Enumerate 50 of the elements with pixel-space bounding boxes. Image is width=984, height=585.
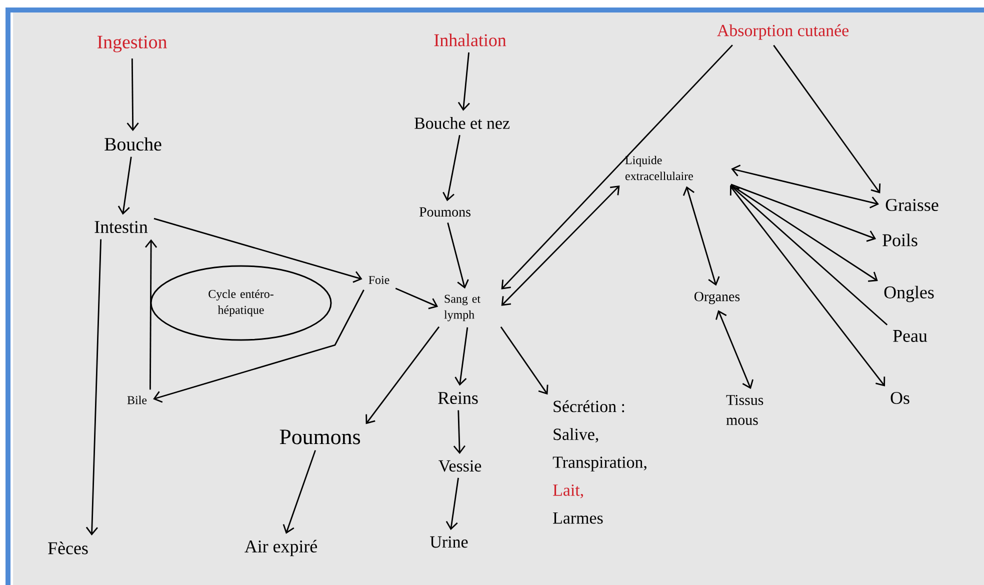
node-label: Poumons	[280, 430, 360, 444]
node-label: Fèces	[48, 542, 88, 554]
node-label: Poumons	[419, 207, 470, 217]
node-label: Sécrétion : Salive, Transpiration, Lait, Larmes	[552, 400, 646, 524]
arrow	[447, 222, 469, 289]
node-label: Reins	[438, 392, 478, 404]
node-label: Inhalation	[434, 34, 506, 46]
arrow	[154, 218, 362, 283]
node-label: Ingestion	[97, 36, 167, 52]
node-label: Liquide extracellulaire	[625, 156, 693, 180]
arrow	[453, 410, 466, 454]
node-label: Intestin	[94, 220, 148, 234]
node-label: Urine	[430, 536, 468, 548]
node-label: Os	[890, 392, 910, 404]
node-label: Peau	[893, 330, 928, 342]
arrow	[730, 186, 886, 386]
arrow	[144, 239, 158, 390]
node-label: Ongles	[884, 286, 934, 302]
node-label: Vessie	[438, 460, 482, 472]
node-label: Poils	[882, 234, 918, 246]
node-label: Graisse	[886, 198, 938, 212]
node-label: Bile	[127, 396, 147, 404]
arrow	[501, 44, 733, 290]
node-label: Air expiré	[244, 540, 317, 556]
arrow	[454, 327, 468, 386]
node-label: Foie	[368, 276, 390, 284]
arrow	[86, 239, 102, 536]
arrow	[153, 290, 364, 403]
arrow	[458, 52, 470, 111]
arrow	[716, 310, 754, 390]
arrow	[442, 134, 460, 202]
arrow	[282, 450, 316, 534]
node-label: Tissus mous	[726, 395, 764, 425]
arrow	[730, 184, 878, 282]
node-label: Bouche	[104, 137, 162, 151]
arrow	[446, 478, 459, 530]
arrow	[773, 44, 881, 194]
arrow	[366, 326, 440, 424]
node-label: Organes	[694, 292, 740, 304]
arrow	[731, 164, 879, 208]
arrow	[730, 184, 876, 242]
node-label: Absorption cutanée	[717, 24, 849, 40]
arrow	[501, 186, 620, 306]
node-label: Sang et lymph	[444, 294, 480, 322]
arrow	[118, 156, 132, 215]
arrow	[126, 58, 139, 132]
arrow	[682, 186, 720, 286]
arrow	[395, 288, 438, 310]
arrow	[500, 326, 548, 395]
node-label: Bouche et nez	[414, 117, 510, 129]
